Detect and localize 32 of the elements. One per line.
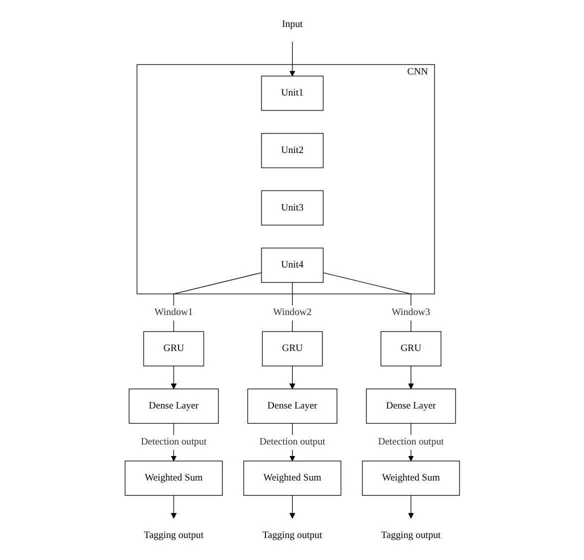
connector	[173, 272, 262, 332]
node-box: Weighted Sum	[243, 460, 341, 496]
arrow	[289, 41, 295, 76]
arrow	[289, 495, 295, 519]
arrow	[170, 366, 176, 390]
edge-label: Window3	[391, 307, 430, 318]
node-box: GRU	[380, 331, 441, 366]
node-box: Dense Layer	[128, 388, 218, 424]
node-box: Weighted Sum	[124, 460, 222, 496]
node-box: Dense Layer	[366, 388, 456, 424]
arrow	[170, 495, 176, 519]
edge-label: Detection output	[378, 436, 444, 448]
node-text: Tagging output	[262, 530, 322, 541]
edge-label: Detection output	[140, 436, 206, 448]
node-box: GRU	[143, 331, 204, 366]
node-box: Unit4	[260, 248, 324, 283]
node-box: Unit3	[260, 190, 324, 226]
connector	[322, 272, 411, 332]
edge-label: Window1	[154, 307, 193, 318]
arrow	[408, 495, 414, 519]
node-box: Unit2	[260, 133, 324, 168]
node-box: Weighted Sum	[362, 460, 460, 496]
arrow	[289, 366, 295, 390]
edge-label: Window2	[272, 307, 312, 318]
node-text: Input	[282, 19, 302, 30]
arrow	[408, 366, 414, 390]
node-text: Tagging output	[380, 530, 440, 541]
node-box: GRU	[262, 331, 322, 366]
node-box: Dense Layer	[247, 388, 337, 424]
edge-label: Detection output	[259, 436, 325, 448]
node-text: Tagging output	[144, 530, 204, 541]
node-box: Unit1	[260, 76, 324, 111]
